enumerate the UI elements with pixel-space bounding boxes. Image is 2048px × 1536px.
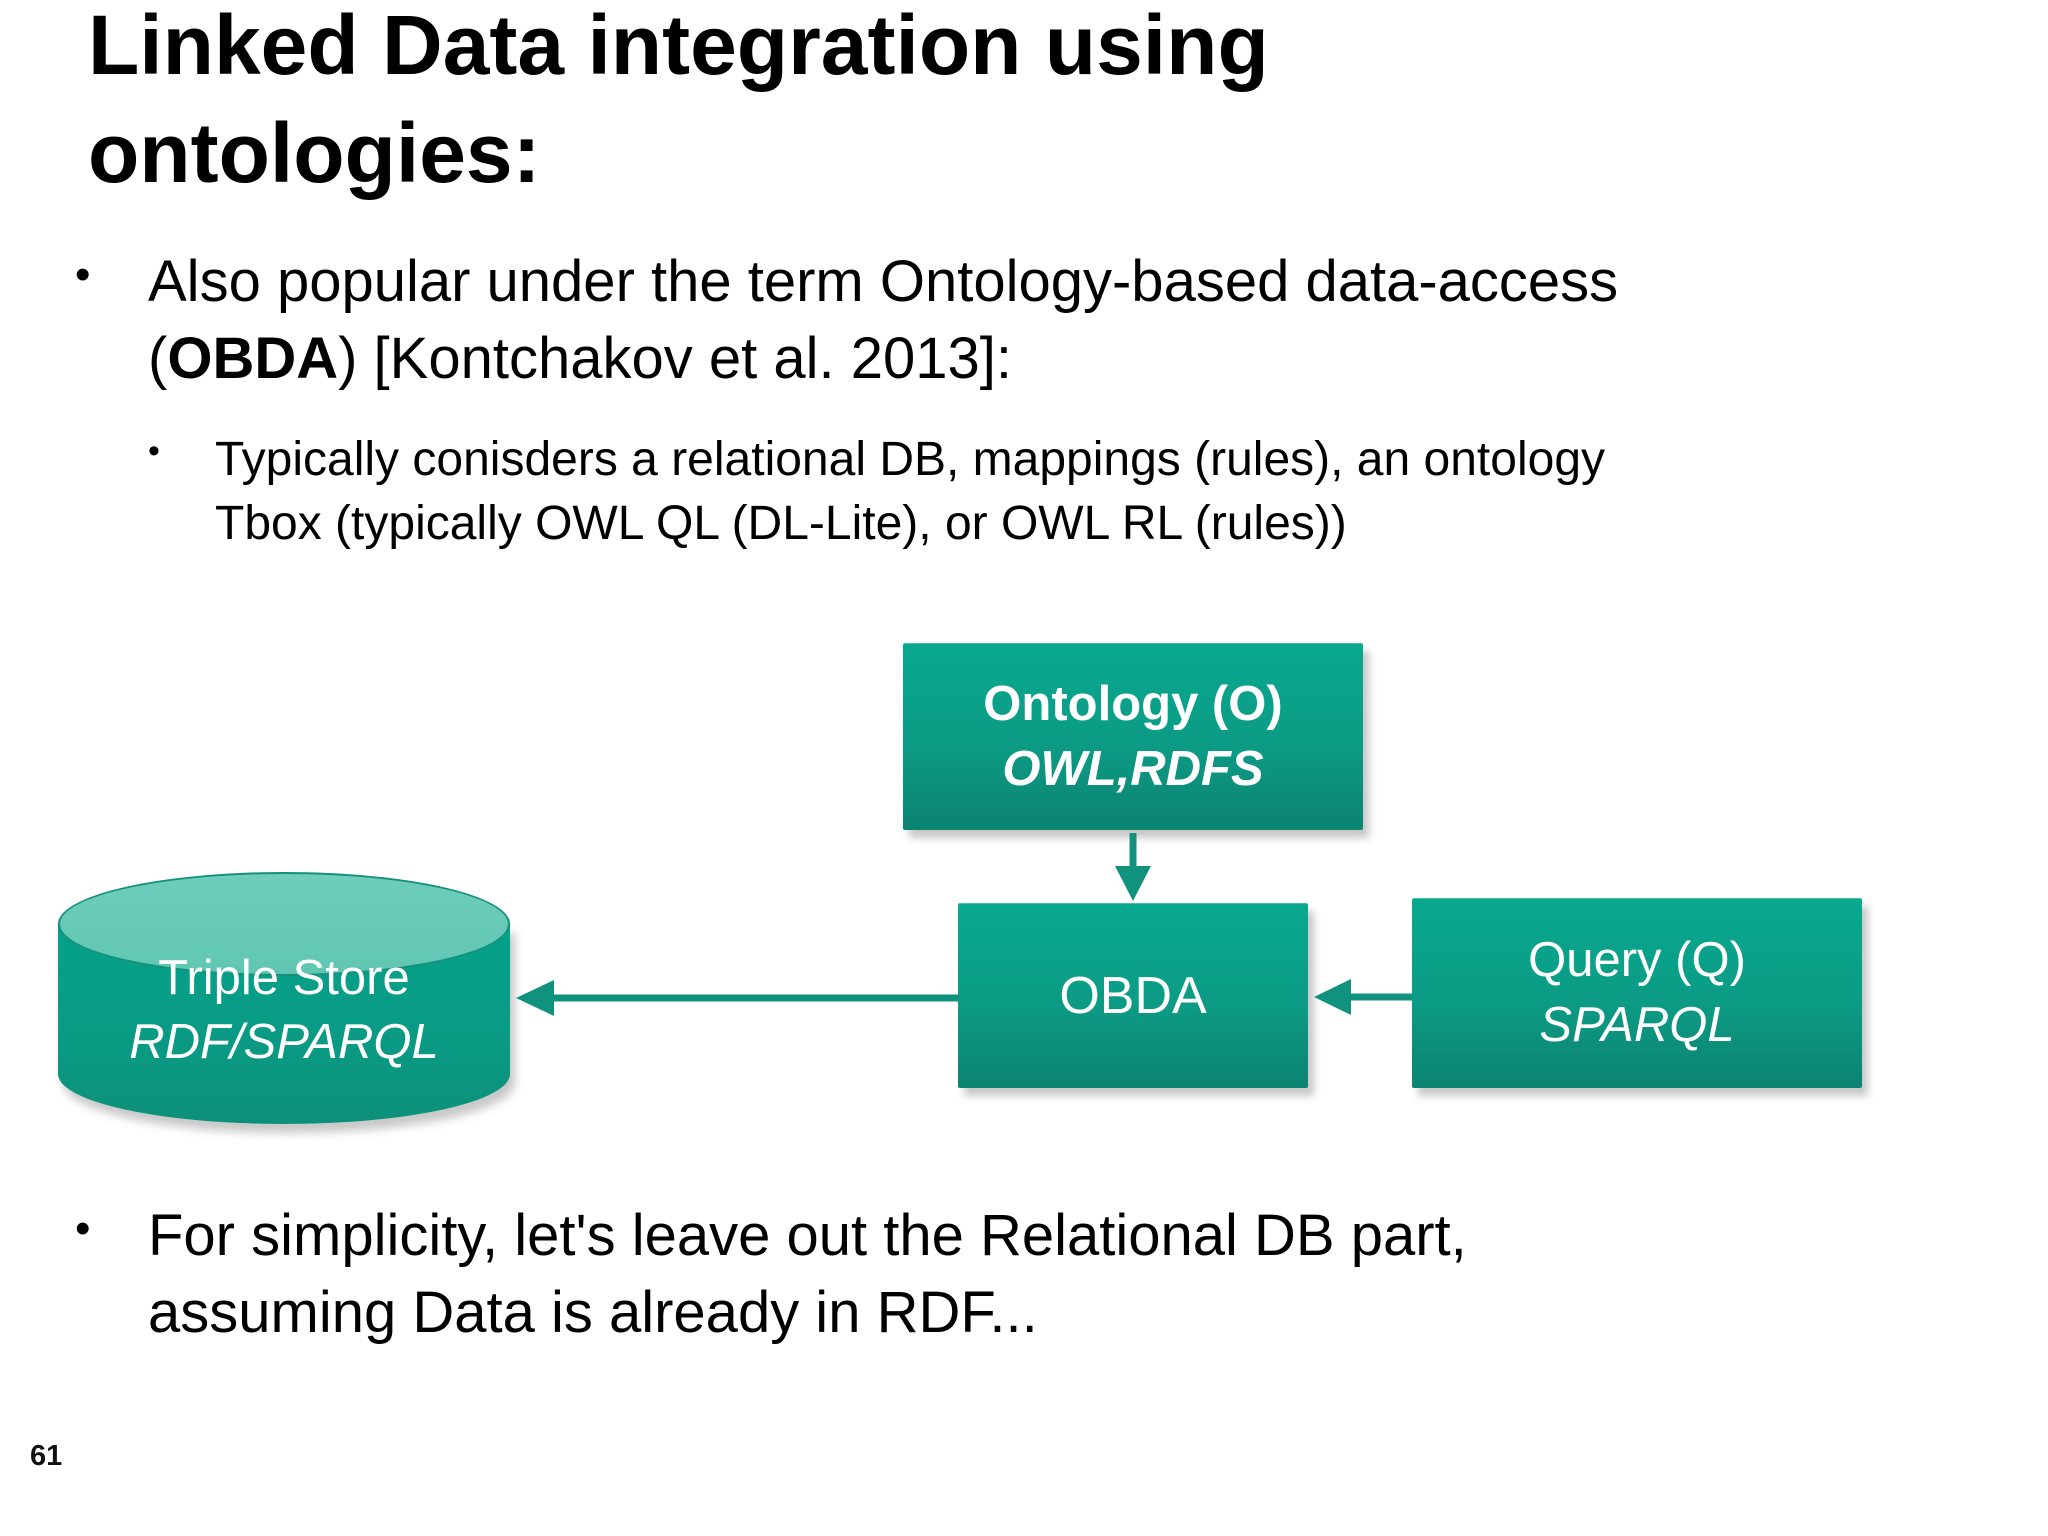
ontology-box: Ontology (O) OWL,RDFS	[903, 643, 1363, 830]
bullet-obda: • Also popular under the term Ontology-b…	[75, 244, 1775, 397]
bullet-obda-text: Also popular under the term Ontology-bas…	[148, 244, 1775, 397]
bullet-obda-line2-pre: (	[148, 325, 168, 391]
triple-store-cylinder-top-ellipse	[58, 872, 510, 976]
arrow-obda-to-triple-store	[516, 980, 958, 1016]
page-title: Linked Data integration using ontologies:	[88, 0, 1269, 207]
bullet-marker-2: •	[75, 1204, 91, 1253]
bullet-simplicity-text: For simplicity, let's leave out the Rela…	[148, 1198, 1775, 1351]
arrow-ontology-to-obda	[1115, 833, 1151, 901]
query-box: Query (Q) SPARQL	[1412, 898, 1862, 1088]
title-line-1: Linked Data integration using	[88, 0, 1269, 92]
query-box-line1: Query (Q)	[1528, 933, 1746, 988]
bullet-marker: •	[75, 250, 91, 299]
ontology-box-line2: OWL,RDFS	[1002, 741, 1264, 796]
sub-bullet-line1: Typically conisders a relational DB, map…	[215, 433, 1606, 486]
triple-store-label-line2: RDF/SPARQL	[129, 1014, 439, 1069]
bullet-obda-line2-post: ) [Kontchakov et al. 2013]:	[338, 325, 1012, 391]
title-line-2: ontologies:	[88, 105, 541, 200]
arrow-query-to-obda	[1314, 979, 1412, 1015]
sub-bullet-typically: • Typically conisders a relational DB, m…	[148, 428, 1948, 557]
obda-box: OBDA	[958, 903, 1308, 1088]
bullet-obda-line1: Also popular under the term Ontology-bas…	[148, 249, 1619, 314]
obda-box-label: OBDA	[1059, 966, 1207, 1025]
sub-bullet-text: Typically conisders a relational DB, map…	[215, 428, 1948, 557]
bullet-simplicity-line1: For simplicity, let's leave out the Rela…	[148, 1203, 1467, 1268]
query-box-line2: SPARQL	[1539, 998, 1735, 1052]
ontology-box-line1: Ontology (O)	[983, 676, 1283, 731]
bullet-obda-line2-bold: OBDA	[167, 325, 339, 391]
bullet-simplicity: • For simplicity, let's leave out the Re…	[75, 1198, 1775, 1351]
bullet-simplicity-line2: assuming Data is already in RDF...	[148, 1279, 1038, 1345]
triple-store-label-line1: Triple Store	[158, 951, 410, 1005]
page-number: 61	[30, 1440, 63, 1472]
sub-bullet-line2: Tbox (typically OWL QL (DL-Lite), or OWL…	[215, 497, 1347, 551]
sub-bullet-marker: •	[148, 432, 160, 470]
